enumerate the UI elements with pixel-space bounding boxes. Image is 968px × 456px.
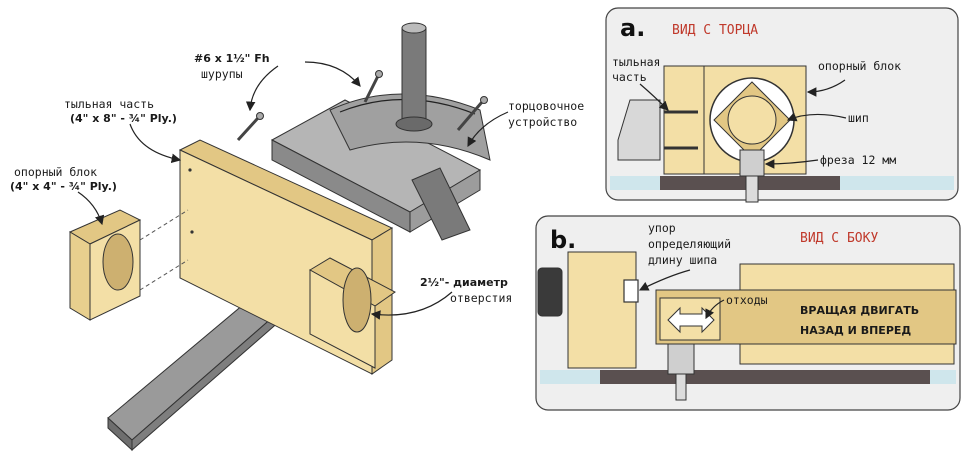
support-block-left [68, 209, 142, 321]
panel-a-back-label-2: часть [612, 70, 647, 84]
panel-b-stop-label-3: длину шипа [648, 253, 717, 267]
miter-gauge [270, 22, 491, 241]
panel-a: a. ВИД С ТОРЦА тыльная часть опорный бло… [605, 7, 959, 203]
panel-a-support-label: опорный блок [818, 59, 901, 73]
panel-b-waste-label: отходы [726, 293, 768, 307]
panel-a-back-label-1: тыльная [612, 55, 660, 69]
panel-b-move-label-2: НАЗАД И ВПЕРЕД [800, 324, 911, 337]
panel-a-back-board [663, 65, 705, 175]
backpart-label-2: (4" x 8" - ¾" Ply.) [70, 112, 177, 125]
panel-b-stop-block [567, 251, 637, 369]
panel-a-cutter [739, 149, 765, 177]
panel-b: b. ВИД С БОКУ упор определяющий длину ши… [535, 215, 961, 411]
miter-label-1: торцовочное [508, 99, 584, 113]
panel-a-letter: a. [620, 14, 645, 42]
miter-label-2: устройство [508, 115, 577, 129]
hole-label-1: 2½"- диаметр [420, 276, 508, 289]
screws-label-1: #6 x 1½" Fh [194, 52, 270, 65]
panel-b-move-label-1: ВРАЩАЯ ДВИГАТЬ [800, 304, 919, 317]
panel-a-cutter-label: фреза 12 мм [820, 153, 896, 167]
hole-label-2: отверстия [450, 291, 512, 305]
panel-b-stop-label-1: упор [648, 221, 676, 235]
support-block-right [308, 257, 396, 369]
panel-a-title: ВИД С ТОРЦА [672, 23, 758, 38]
screws [236, 70, 488, 142]
support-label-2: (4" x 4" - ¾" Ply.) [10, 180, 117, 193]
screws-label-2: шурупы [201, 67, 243, 81]
panel-b-stop-label-2: определяющий [648, 237, 731, 251]
panel-b-title: ВИД С БОКУ [800, 231, 878, 246]
panel-a-tenon-label: шип [848, 111, 869, 125]
gauge-handle [401, 27, 427, 127]
exploded-view: #6 x 1½" Fh шурупы тыльная часть (4" x 8… [10, 22, 584, 452]
panel-b-double-arrow [667, 306, 715, 334]
panel-b-letter: b. [550, 226, 576, 254]
backpart-label-1: тыльная часть [64, 97, 154, 111]
support-label-1: опорный блок [14, 165, 97, 179]
panel-b-cutter [667, 343, 695, 375]
